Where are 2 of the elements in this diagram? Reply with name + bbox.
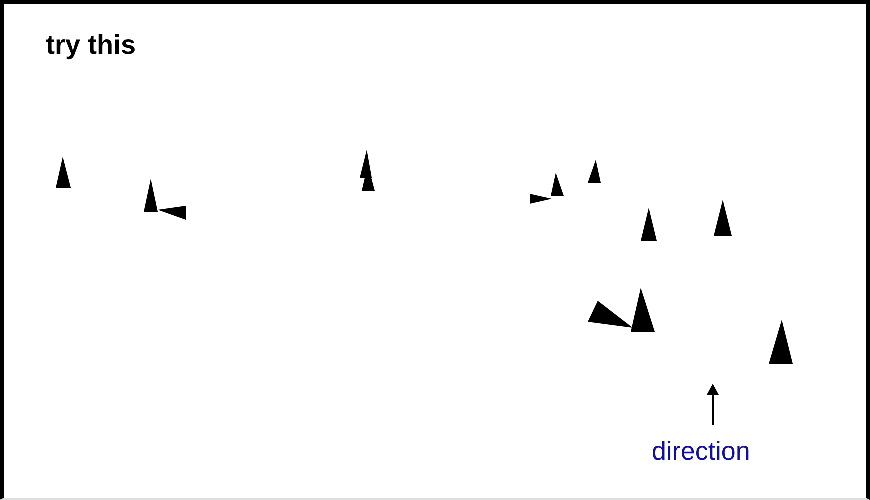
title: try this	[46, 30, 136, 61]
direction-label: direction	[652, 436, 750, 467]
